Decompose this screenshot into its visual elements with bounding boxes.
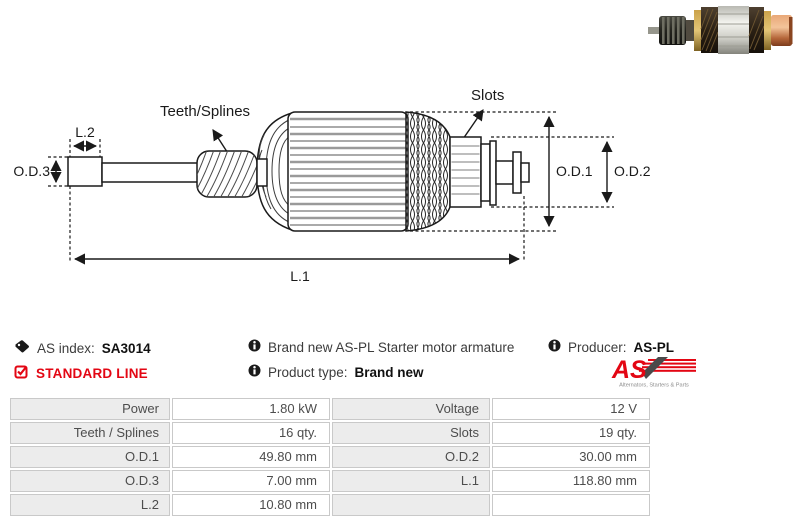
label-slots: Slots	[471, 87, 504, 104]
tag-icon	[14, 339, 30, 357]
standard-line: STANDARD LINE	[14, 364, 148, 382]
product-type-line: Product type: Brand new	[248, 364, 424, 380]
label-teeth-splines: Teeth/Splines	[160, 103, 250, 120]
checked-box-icon	[14, 364, 29, 382]
spec-value: 12 V	[492, 398, 650, 420]
spec-label: Power	[10, 398, 170, 420]
spec-label: Slots	[332, 422, 490, 444]
photo-brass-band	[694, 10, 701, 51]
spec-value: 16 qty.	[172, 422, 330, 444]
spec-value: 10.80 mm	[172, 494, 330, 516]
spec-value: 7.00 mm	[172, 470, 330, 492]
label-l1: L.1	[290, 268, 310, 284]
spec-label: L.2	[10, 494, 170, 516]
product-type-label: Product type:	[268, 364, 348, 380]
as-index-label: AS index:	[37, 340, 95, 356]
spec-label: O.D.2	[332, 446, 490, 468]
spec-value	[492, 494, 650, 516]
label-l2: L.2	[75, 124, 95, 140]
spec-label: Voltage	[332, 398, 490, 420]
photo-core	[718, 6, 749, 54]
spec-value: 30.00 mm	[492, 446, 650, 468]
info-icon	[248, 364, 261, 380]
photo-shaft-tip	[648, 27, 660, 34]
as-pl-logo: AS Alternators, Starters & Parts	[611, 356, 696, 389]
spec-value: 118.80 mm	[492, 470, 650, 492]
spec-value: 1.80 kW	[172, 398, 330, 420]
spec-label: Teeth / Splines	[10, 422, 170, 444]
spec-label	[332, 494, 490, 516]
product-type-value: Brand new	[354, 364, 424, 380]
photo-commutator	[771, 15, 792, 46]
as-index-value: SA3014	[101, 340, 151, 356]
description-line: Brand new AS-PL Starter motor armature	[248, 339, 514, 355]
info-icon	[248, 339, 261, 355]
producer-label: Producer:	[568, 339, 627, 355]
label-od2: O.D.2	[614, 163, 651, 179]
as-index-line: AS index: SA3014	[14, 339, 151, 357]
logo-tagline: Alternators, Starters & Parts	[619, 383, 689, 389]
spec-table: Power 1.80 kW Voltage 12 V Teeth / Splin…	[10, 398, 650, 516]
spec-label: L.1	[332, 470, 490, 492]
armature-technical-diagram: Teeth/Splines Slots L.2 O.D.3 O.D.1 O.D.…	[13, 87, 651, 284]
description-text: Brand new AS-PL Starter motor armature	[268, 339, 515, 355]
producer-value: AS-PL	[633, 339, 675, 355]
dimension-arrows	[50, 109, 613, 265]
spec-label: O.D.1	[10, 446, 170, 468]
standard-line-label: STANDARD LINE	[36, 365, 148, 381]
spec-value: 19 qty.	[492, 422, 650, 444]
producer-line: Producer: AS-PL	[548, 339, 674, 355]
info-icon	[548, 339, 561, 355]
label-od1: O.D.1	[556, 163, 593, 179]
spec-value: 49.80 mm	[172, 446, 330, 468]
photo-brass-ring	[764, 11, 771, 50]
armature-drawing	[67, 111, 530, 232]
product-photo	[648, 6, 793, 54]
logo-as-text: AS	[611, 356, 647, 384]
spec-label: O.D.3	[10, 470, 170, 492]
label-od3: O.D.3	[13, 163, 50, 179]
